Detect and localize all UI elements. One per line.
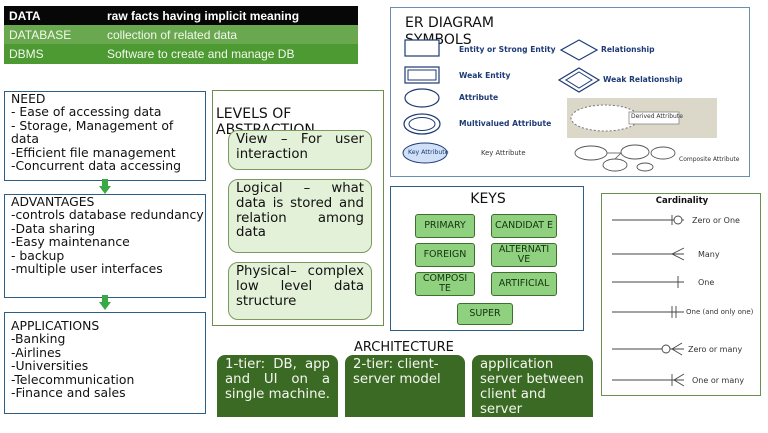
down-arrow-icon [99,179,111,194]
er-symbol-shapes [402,39,717,172]
derived-label: Derived Attribute [631,113,683,120]
definition-term: DBMS [9,47,44,61]
definition-row-database: DATABASE collection of related data [4,25,358,45]
down-arrow-icon [99,295,111,310]
advantages-item: - backup [11,247,65,263]
applications-item: -Banking [11,331,66,347]
need-item: -Efficient file management [11,144,176,160]
applications-item: -Airlines [11,344,62,360]
weak-entity-label: Weak Entity [459,71,511,80]
need-item: -Concurrent data accessing [11,158,181,174]
key-attribute-label: Key Attribute [481,149,526,157]
entity-symbol [404,39,440,57]
keys-box: KEYS PRIMARY CANDIDAT E FOREIGN ALTERNAT… [390,186,584,331]
composite-symbol [574,145,608,161]
weak-entity-symbol [404,66,440,84]
definition-row-dbms: DBMS Software to create and manage DB [4,44,358,64]
level-physical: Physical– complex low level data structu… [228,262,372,320]
advantages-item: -controls database redundancy [11,207,204,223]
entity-label: Entity or Strong Entity [459,45,556,54]
need-item: - Storage, Management of data [11,117,174,147]
key-composite: COMPOSI TE [415,272,475,296]
key-artificial: ARTIFICIAL [491,272,557,296]
definition-row-data: DATA raw facts having implicit meaning [4,6,358,26]
cardinality-label: Zero or One [692,216,740,225]
keys-title: KEYS [470,191,506,207]
level-logical: Logical – what data is stored and relati… [228,179,372,253]
levels-of-abstraction-box: LEVELS OF ABSTRACTION View – For user in… [212,90,384,326]
architecture-tier-2: 2-tier: client-server model [345,355,465,417]
relationship-symbol [559,39,599,61]
weak-relationship-label: Weak Relationship [603,75,683,84]
applications-title: APPLICATIONS [11,318,100,333]
multivalued-label: Multivalued Attribute [459,119,552,128]
definition-term: DATABASE [9,28,72,42]
advantages-box: ADVANTAGES -controls database redundancy… [4,194,206,298]
cardinality-label: Zero or many [688,345,743,354]
key-candidate: CANDIDAT E [491,214,557,238]
weak-relationship-symbol [557,67,601,93]
definition-term: DATA [9,9,41,23]
advantages-item: -Data sharing [11,220,96,236]
cardinality-label: Many [698,250,720,259]
advantages-item: -multiple user interfaces [11,261,163,277]
attribute-symbol [404,88,440,108]
cardinality-notation [612,215,685,387]
key-super: SUPER [457,303,513,325]
applications-box: APPLICATIONS -Banking -Airlines -Univers… [4,312,206,414]
advantages-title: ADVANTAGES [11,194,95,209]
cardinality-label: One [698,278,715,287]
architecture-tier-1: 1-tier: DB, app and UI on a single machi… [217,355,338,417]
key-foreign: FOREIGN [415,243,475,267]
key-inner-label: Key Attribute [408,149,449,156]
key-alternative: ALTERNATI VE [491,243,557,267]
composite-label: Composite Attribute [679,156,740,163]
key-attribute-symbol [402,142,448,164]
applications-item: -Finance and sales [11,385,126,401]
er-symbols-box: ER DIAGRAM SYMBOLS Entity or Strong Enti… [390,7,750,177]
advantages-item: -Easy maintenance [11,234,130,250]
definition-desc: collection of related data [107,28,238,42]
definition-desc: raw facts having implicit meaning [107,9,300,23]
cardinality-label: One or many [692,376,745,385]
cardinality-label: One (and only one) [686,308,754,316]
need-box: NEED - Ease of accessing data - Storage,… [4,91,206,181]
cardinality-title: Cardinality [655,196,709,206]
architecture-title: ARCHITECTURE [354,340,454,355]
architecture-tier-3: application server between client and se… [472,355,593,417]
key-primary: PRIMARY [415,214,475,238]
level-view: View – For user interaction [228,130,372,170]
attribute-label: Attribute [459,93,499,102]
applications-item: -Universities [11,358,89,374]
applications-item: -Telecommunication [11,371,135,387]
definition-desc: Software to create and manage DB [107,47,295,61]
need-title: NEED [11,91,46,106]
relationship-label: Relationship [601,45,655,54]
cardinality-box: Cardinality Zero or One Many One One (an… [601,193,761,396]
need-item: - Ease of accessing data [11,104,162,120]
